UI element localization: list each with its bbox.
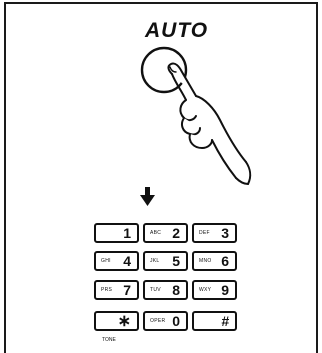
key-star[interactable]: ∗: [94, 311, 139, 331]
key-digit: 8: [172, 282, 180, 298]
key-letters: PRS: [101, 287, 113, 293]
key-letters: TUV: [150, 287, 161, 293]
key-digit: 2: [172, 225, 180, 241]
key-letters: JKL: [150, 258, 160, 264]
key-5[interactable]: JKL 5: [143, 251, 188, 271]
key-digit: #: [221, 313, 229, 329]
key-digit: 5: [172, 253, 180, 269]
tone-label: TONE: [102, 337, 116, 343]
key-letters: OPER: [150, 318, 166, 324]
hand-pressing-icon: [167, 62, 252, 185]
key-hash[interactable]: #: [192, 311, 237, 331]
key-letters: ABC: [150, 230, 162, 236]
key-2[interactable]: ABC 2: [143, 223, 188, 243]
auto-button-label: AUTO: [145, 19, 209, 42]
key-0[interactable]: OPER 0: [143, 311, 188, 331]
key-digit: 7: [123, 282, 131, 298]
key-1[interactable]: 1: [94, 223, 139, 243]
key-letters: GHI: [101, 258, 111, 264]
key-9[interactable]: WXY 9: [192, 280, 237, 300]
key-digit: 1: [123, 225, 131, 241]
key-4[interactable]: GHI 4: [94, 251, 139, 271]
key-7[interactable]: PRS 7: [94, 280, 139, 300]
key-digit: 9: [221, 282, 229, 298]
key-letters: MNO: [199, 258, 212, 264]
key-digit: 4: [123, 253, 131, 269]
key-digit: ∗: [117, 313, 131, 330]
key-3[interactable]: DEF 3: [192, 223, 237, 243]
key-digit: 6: [221, 253, 229, 269]
diagram-frame: [4, 2, 318, 353]
key-8[interactable]: TUV 8: [143, 280, 188, 300]
key-6[interactable]: MNO 6: [192, 251, 237, 271]
down-arrow-icon: [140, 187, 155, 206]
key-letters: DEF: [199, 230, 210, 236]
key-digit: 3: [221, 225, 229, 241]
key-digit: 0: [172, 313, 180, 329]
key-letters: WXY: [199, 287, 212, 293]
